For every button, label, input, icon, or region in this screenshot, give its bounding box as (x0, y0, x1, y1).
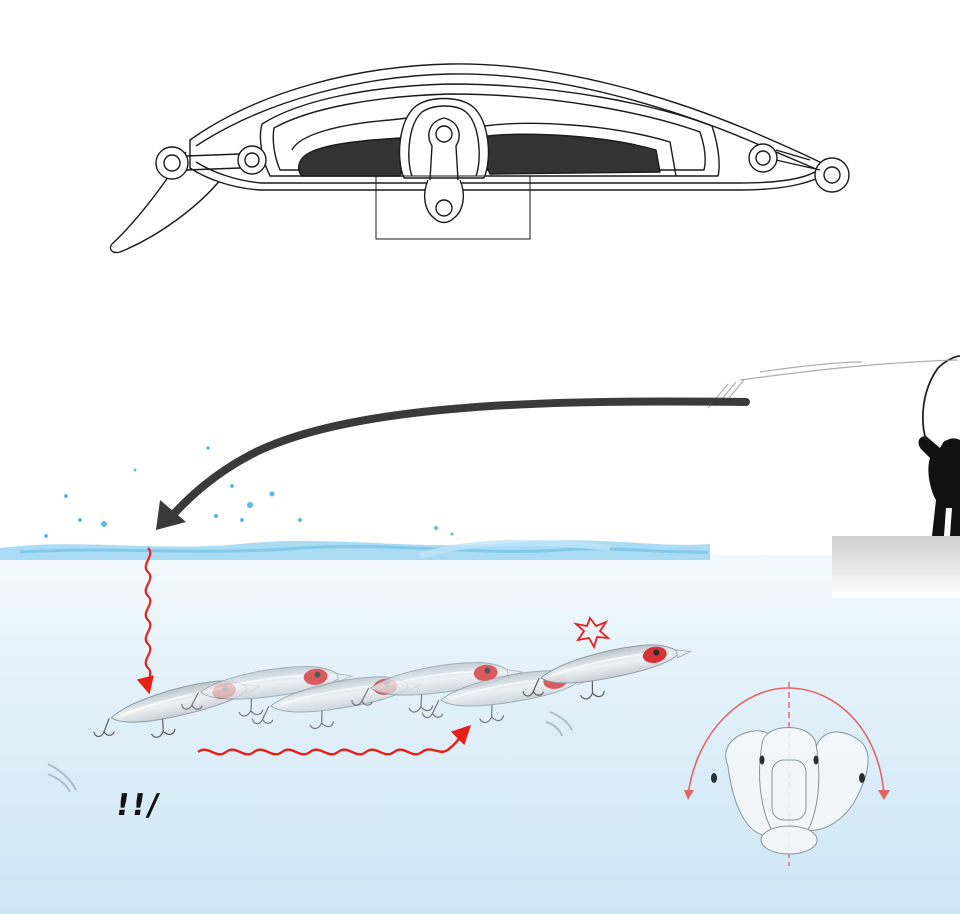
lure-cross-section (109, 63, 850, 254)
weight-ball (435, 199, 453, 217)
sink-path-line (136, 547, 154, 695)
diving-lip (109, 151, 223, 254)
water-body (0, 555, 960, 914)
rear-ring (814, 157, 850, 193)
lure-upper-shell (259, 83, 720, 177)
retrieve-path-line (197, 724, 472, 756)
cast-trajectory-arrow (156, 397, 750, 530)
lure-trail (93, 644, 693, 738)
fisherman-silhouette-icon (918, 355, 960, 536)
splash-drops-icon (44, 446, 454, 538)
minnow-lure (522, 644, 693, 700)
impact-burst-icon (572, 616, 611, 650)
wobble-front-view (684, 682, 890, 866)
vibration-waves-icon (47, 711, 573, 793)
rear-hook-eye (748, 143, 778, 173)
weight-slot (375, 97, 531, 240)
dock (832, 536, 960, 598)
front-hook-eye (237, 145, 267, 175)
water-surface (0, 539, 710, 560)
fish-alert-text: !!/ (113, 788, 163, 823)
line-tie-ring (155, 146, 189, 180)
lure-body-inner-line (195, 73, 819, 184)
